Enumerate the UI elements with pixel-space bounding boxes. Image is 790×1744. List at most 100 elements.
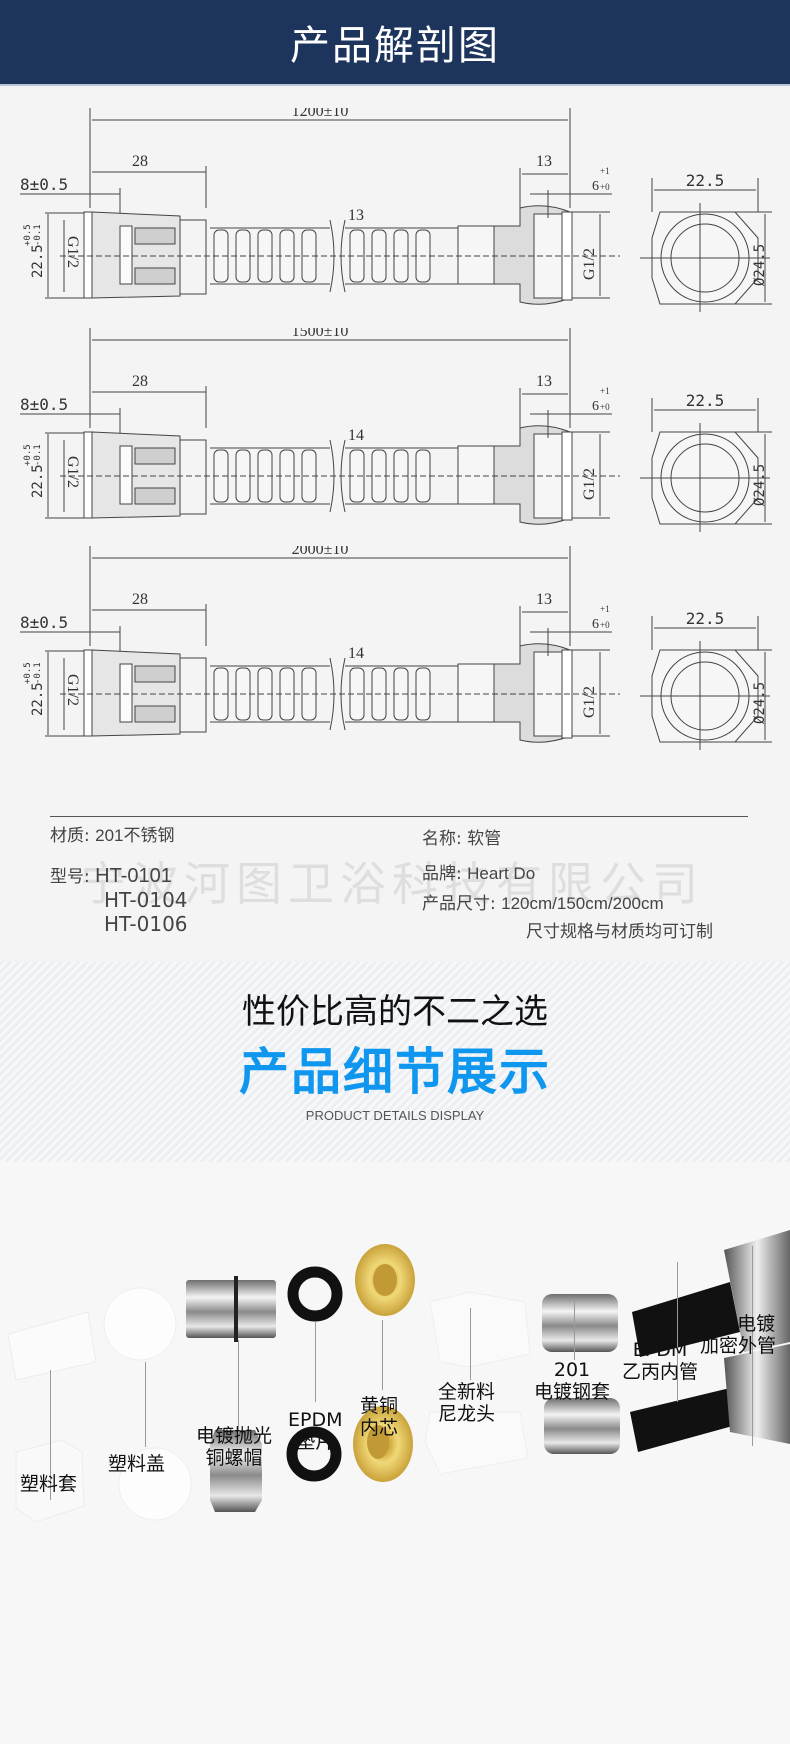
svg-text:G1/2: G1/2 (581, 468, 598, 500)
svg-text:-0.1: -0.1 (33, 662, 43, 684)
svg-text:8±0.5: 8±0.5 (20, 395, 68, 414)
svg-text:+0.5: +0.5 (23, 662, 33, 684)
part-label-epdm-washer: EPDM 垫片 (288, 1409, 343, 1453)
leader-line (145, 1362, 146, 1447)
epdm-washer-top (287, 1266, 343, 1322)
svg-text:+0: +0 (600, 182, 610, 192)
part-label-steel-sleeve: 201 电镀钢套 (534, 1359, 611, 1403)
svg-text:G1/2: G1/2 (64, 674, 81, 706)
svg-text:G1/2: G1/2 (581, 248, 598, 280)
svg-text:22.5: 22.5 (30, 464, 46, 498)
svg-text:13: 13 (536, 153, 552, 170)
leader-line (752, 1246, 753, 1446)
svg-text:G1/2: G1/2 (64, 456, 81, 488)
spec-model-3: HT-0106 (104, 912, 188, 936)
svg-text:14: 14 (348, 645, 364, 662)
part-label-plastic-cap: 塑料盖 (108, 1453, 166, 1475)
svg-text:13: 13 (348, 207, 364, 224)
spec-model: 型号: HT-0101 (50, 865, 172, 887)
svg-text:G1/2: G1/2 (581, 686, 598, 718)
svg-text:22.5: 22.5 (686, 609, 725, 628)
svg-text:1200±10: 1200±10 (292, 108, 349, 120)
part-label-steel-hose: 201电镀 加密外管 (700, 1313, 777, 1357)
leader-line (677, 1262, 678, 1402)
plastic-cap-bottom (118, 1447, 192, 1521)
svg-text:+0: +0 (600, 620, 610, 630)
part-label-nylon-head: 全新料 尼龙头 (438, 1381, 496, 1425)
part-label-chrome-nut: 电镀抛光 铜螺帽 (196, 1425, 273, 1469)
steel-hose-top (724, 1230, 790, 1352)
leader-line (574, 1300, 575, 1360)
spec-name: 名称: 软管 (422, 829, 502, 849)
svg-text:6: 6 (592, 399, 599, 414)
leader-line (238, 1340, 239, 1435)
exploded-parts-view: 塑料套 塑料盖 电镀抛光 铜螺帽 EPDM 垫片 黄铜 内芯 全新料 尼龙头 2… (0, 1162, 790, 1744)
svg-text:13: 13 (536, 373, 552, 390)
svg-text:13: 13 (536, 591, 552, 608)
svg-text:-0.1: -0.1 (33, 224, 43, 246)
svg-text:22.5: 22.5 (686, 171, 725, 190)
drawing-1200: 1200±10 28 8±0.5 13 13 6 +1 +0 22.5 22.5… (0, 108, 790, 318)
details-title: 产品细节展示 (239, 1043, 551, 1101)
svg-text:+0: +0 (600, 402, 610, 412)
svg-text:22.5: 22.5 (30, 244, 46, 278)
page-title: 产品解剖图 (290, 23, 500, 69)
svg-text:1500±10: 1500±10 (292, 328, 349, 340)
svg-text:+0.5: +0.5 (23, 444, 33, 466)
leader-line (470, 1308, 471, 1380)
svg-text:+1: +1 (600, 604, 610, 614)
epdm-tube-bottom (630, 1388, 740, 1452)
spec-brand: 品牌: Heart Do (422, 864, 536, 884)
technical-drawings: 1200±10 28 8±0.5 13 13 6 +1 +0 22.5 22.5… (0, 86, 790, 956)
svg-text:2000±10: 2000±10 (292, 546, 349, 558)
plastic-sleeve-top (7, 1311, 97, 1381)
svg-text:+1: +1 (600, 386, 610, 396)
plastic-cap-top (103, 1287, 177, 1361)
steel-sleeve-bottom (544, 1398, 620, 1454)
spec-size: 产品尺寸: 120cm/150cm/200cm (422, 894, 664, 914)
svg-text:+0.5: +0.5 (23, 224, 33, 246)
svg-text:Ø24.5: Ø24.5 (752, 682, 768, 724)
spec-custom-note: 尺寸规格与材质均可订制 (526, 922, 713, 942)
svg-text:8±0.5: 8±0.5 (20, 613, 68, 632)
svg-text:G1/2: G1/2 (64, 236, 81, 268)
part-label-brass-core: 黄铜 内芯 (360, 1395, 399, 1439)
header-banner: 产品解剖图 (0, 0, 790, 84)
spec-divider (50, 816, 748, 817)
svg-text:Ø24.5: Ø24.5 (752, 244, 768, 286)
svg-text:+1: +1 (600, 166, 610, 176)
chrome-nut-top (186, 1280, 276, 1338)
svg-text:-0.1: -0.1 (33, 444, 43, 466)
svg-text:28: 28 (132, 153, 148, 170)
parts-illustration (7, 1230, 790, 1523)
hose-drawing-svg: 1500±10 28 8±0.5 14 13 6 +1 +0 22.5 22.5… (20, 328, 772, 532)
details-banner: 性价比高的不二之选 产品细节展示 PRODUCT DETAILS DISPLAY (0, 962, 790, 1162)
header-divider (0, 84, 790, 86)
steel-hose-bottom (724, 1344, 790, 1444)
part-label-plastic-sleeve: 塑料套 (20, 1473, 78, 1495)
svg-text:22.5: 22.5 (686, 391, 725, 410)
svg-text:Ø24.5: Ø24.5 (752, 464, 768, 506)
svg-text:14: 14 (348, 427, 364, 444)
epdm-tube-top (632, 1282, 740, 1357)
details-english: PRODUCT DETAILS DISPLAY (305, 1108, 485, 1123)
svg-text:6: 6 (592, 617, 599, 632)
chrome-nut-bottom (210, 1430, 262, 1512)
steel-sleeve-top (542, 1294, 618, 1352)
leader-line (50, 1370, 51, 1500)
svg-text:8±0.5: 8±0.5 (20, 175, 68, 194)
svg-text:6: 6 (592, 179, 599, 194)
hose-drawing-svg: 1200±10 28 8±0.5 13 13 6 +1 +0 22.5 22.5… (20, 108, 772, 312)
spec-material: 材质: 201不锈钢 (50, 826, 175, 846)
nylon-head-bottom (424, 1411, 529, 1475)
hose-drawing-svg: 2000±10 28 8±0.5 14 13 6 +1 +0 22.5 22.5… (20, 546, 772, 750)
nylon-head-top (429, 1291, 531, 1368)
epdm-washer-bottom (286, 1426, 342, 1482)
spec-model-2: HT-0104 (104, 888, 188, 912)
leader-line (315, 1322, 316, 1402)
drawing-2000: 2000±10 28 8±0.5 14 13 6 +1 +0 22.5 22.5… (0, 546, 790, 756)
svg-text:28: 28 (132, 373, 148, 390)
leader-line (382, 1320, 383, 1390)
drawing-1500: 1500±10 28 8±0.5 14 13 6 +1 +0 22.5 22.5… (0, 328, 790, 538)
